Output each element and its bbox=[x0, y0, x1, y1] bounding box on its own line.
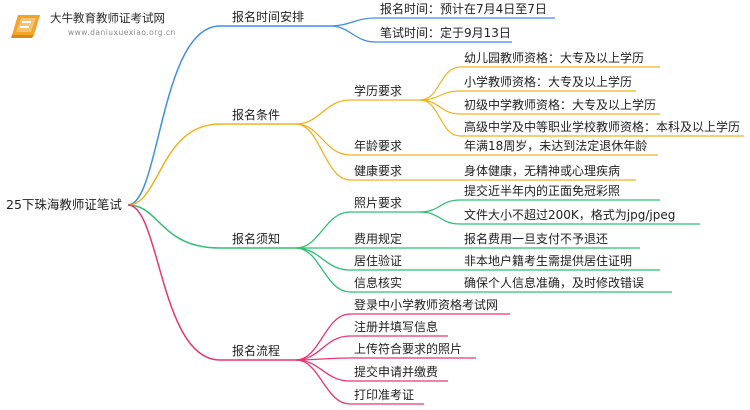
site-logo[interactable]: 大牛教育教师证考试网 www.daniuxuexiao.org.cn bbox=[6, 6, 216, 42]
link-education bbox=[295, 99, 420, 125]
fee-value: 报名费用一旦支付不予退还 bbox=[464, 232, 609, 246]
link-edu-4 bbox=[419, 99, 744, 137]
link-edu-1 bbox=[419, 66, 660, 101]
residence-check: 居住验证 bbox=[354, 254, 403, 268]
process-step: 打印准考证 bbox=[354, 388, 415, 402]
book-logo-icon bbox=[11, 15, 40, 38]
info-verify: 信息核实 bbox=[354, 276, 403, 290]
schedule-item: 报名时间：预计在7月4日至7日 bbox=[380, 2, 547, 16]
branch-conditions: 报名条件 bbox=[232, 108, 281, 122]
age-requirement: 年龄要求 bbox=[354, 139, 403, 153]
link-photo-1 bbox=[419, 199, 660, 213]
photo-item: 提交近半年内的正面免冠彩照 bbox=[464, 184, 621, 198]
photo-requirement: 照片要求 bbox=[354, 196, 403, 210]
education-item: 小学教师资格：大专及以上学历 bbox=[464, 75, 633, 89]
age-value: 年满18周岁，未达到法定退休年龄 bbox=[464, 139, 648, 153]
logo-title: 大牛教育教师证考试网 bbox=[50, 11, 165, 25]
link-edu-2 bbox=[419, 90, 636, 101]
link-schedule-1 bbox=[329, 17, 555, 27]
link-age bbox=[295, 123, 420, 156]
branch-schedule: 报名时间安排 bbox=[232, 10, 305, 24]
process-step: 提交申请并缴费 bbox=[354, 365, 439, 379]
photo-item: 文件大小不超过200K，格式为jpg/jpeg bbox=[464, 208, 676, 222]
link-health bbox=[295, 123, 420, 181]
link-proc-3 bbox=[295, 357, 476, 361]
process-step: 登录中小学教师资格考试网 bbox=[354, 298, 499, 312]
root-node: 25下珠海教师证笔试 bbox=[6, 197, 122, 212]
education-item: 初级中学教师资格：大专及以上学历 bbox=[464, 98, 657, 112]
link-notice bbox=[127, 204, 296, 249]
link-schedule-2 bbox=[329, 25, 512, 43]
education-requirement: 学历要求 bbox=[354, 84, 403, 98]
branch-notice: 报名须知 bbox=[232, 232, 281, 246]
link-photo-2 bbox=[419, 211, 700, 225]
health-requirement: 健康要求 bbox=[354, 164, 403, 178]
education-item: 幼儿园教师资格：大专及以上学历 bbox=[464, 51, 645, 65]
link-verify bbox=[295, 247, 420, 293]
branch-process: 报名流程 bbox=[232, 344, 281, 358]
education-item: 高级中学及中等职业学校教师资格：本科及以上学历 bbox=[464, 120, 741, 134]
fee-rule: 费用规定 bbox=[354, 232, 403, 246]
process-step: 上传符合要求的照片 bbox=[354, 342, 463, 356]
process-step: 注册并填写信息 bbox=[354, 320, 439, 334]
link-process bbox=[127, 204, 296, 361]
link-residence bbox=[295, 247, 420, 271]
link-proc-5 bbox=[295, 359, 424, 405]
link-schedule bbox=[127, 25, 330, 206]
residence-value: 非本地户籍考生需提供居住证明 bbox=[464, 254, 633, 268]
link-photo bbox=[295, 211, 420, 249]
verify-value: 确保个人信息准确，及时修改错误 bbox=[464, 276, 645, 290]
logo-url: www.daniuxuexiao.org.cn bbox=[68, 28, 176, 37]
schedule-item: 笔试时间：定于9月13日 bbox=[380, 26, 511, 40]
link-conditions bbox=[127, 123, 296, 206]
link-proc-2 bbox=[295, 335, 448, 361]
link-proc-4 bbox=[295, 359, 448, 382]
link-proc-1 bbox=[295, 313, 510, 361]
health-value: 身体健康，无精神或心理疾病 bbox=[464, 164, 621, 178]
